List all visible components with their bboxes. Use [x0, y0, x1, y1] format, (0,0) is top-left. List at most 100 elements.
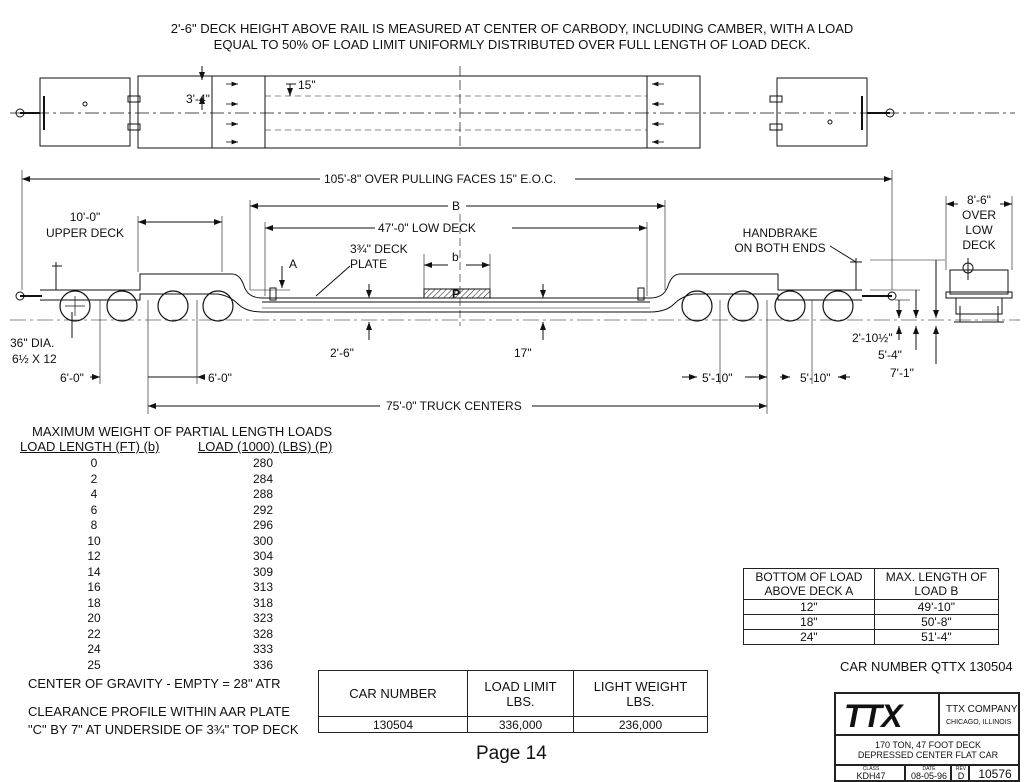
table-row: 14 309	[20, 565, 340, 581]
rev-value: D	[957, 771, 965, 781]
load-length-cell: 20	[87, 611, 101, 625]
wheel-axle-label: 6½ X 12	[12, 352, 57, 366]
dim-a: A	[289, 257, 298, 271]
height-dim-3: 7'-1"	[890, 366, 914, 380]
plan-dim-width: 3'-4"	[186, 92, 210, 106]
rev-cell: REV D	[951, 765, 969, 781]
load-length-cell: 8	[90, 518, 98, 532]
deck-plate-label-2: PLATE	[350, 257, 388, 271]
table-row: 6 292	[20, 503, 340, 519]
table-row: 25 336	[20, 658, 340, 674]
axle-left-dim-2: 6'-0"	[208, 371, 232, 385]
car-table-header-car: CAR NUMBER	[318, 670, 468, 717]
end-view-label-3: LOW	[965, 223, 993, 237]
top-note-line1: 2'-6" DECK HEIGHT ABOVE RAIL IS MEASURED…	[170, 21, 854, 36]
max-length-cell: 50'-8"	[873, 614, 1000, 630]
load-length-cell: 24	[87, 642, 101, 656]
rev-label: REV	[955, 766, 967, 772]
load-weight-cell: 309	[252, 564, 274, 579]
car-number-label: CAR NUMBER QTTX 130504	[840, 659, 1013, 674]
load-weight-cell: 296	[252, 518, 274, 532]
load-length-cell: 25	[87, 657, 101, 672]
load-weight-cell: 292	[252, 502, 274, 517]
partial-loads-col2: LOAD (1000) (LBS) (P)	[198, 439, 333, 454]
load-length-cell: 14	[87, 564, 101, 579]
plan-dim-offset: 15"	[298, 78, 316, 92]
load-weight-cell: 304	[252, 549, 274, 563]
load-p: P	[452, 287, 461, 301]
clearance-note-1: CLEARANCE PROFILE WITHIN AAR PLATE	[28, 704, 290, 719]
table-row: 24 333	[20, 642, 340, 658]
load-length-cell: 0	[90, 456, 98, 470]
drawing-number-cell: 10576	[969, 765, 1019, 781]
height-dim-1: 2'-10½"	[852, 331, 893, 345]
load-weight-cell: 333	[252, 642, 274, 656]
load-weight-cell: 284	[252, 471, 274, 486]
load-length-cell: 22	[87, 626, 101, 641]
load-weight-cell: 313	[252, 580, 274, 594]
axle-right-dim-1: 5'-10"	[702, 371, 733, 385]
date-cell: DATE 08-05-96	[905, 765, 951, 781]
low-deck-label: 47'-0" LOW DECK	[378, 221, 476, 235]
load-weight-cell: 318	[252, 595, 274, 610]
end-view	[945, 196, 1013, 323]
load-height-cell: 18"	[743, 614, 875, 630]
load-weight-cell: 280	[252, 456, 274, 470]
upper-deck-label: UPPER DECK	[45, 226, 125, 240]
partial-loads-table: MAXIMUM WEIGHT OF PARTIAL LENGTH LOADS L…	[20, 424, 333, 672]
title-block: TTX TTX COMPANY CHICAGO, ILLINOIS 170 TO…	[834, 692, 1020, 782]
load-height-cell: 24"	[743, 629, 875, 645]
partial-loads-col1: LOAD LENGTH (FT) (b)	[20, 439, 160, 454]
axle-right-dim-2: 5'-10"	[800, 371, 831, 385]
ttx-logo: TTX	[844, 698, 902, 734]
class-cell: CLASS KDH47	[835, 765, 905, 781]
description-1: 170 TON, 47 FOOT DECK	[874, 740, 982, 750]
class-label: CLASS	[862, 766, 880, 772]
table-row: 8 296	[20, 518, 340, 534]
car-table-load-limit: 336,000	[466, 716, 575, 733]
car-table-car-number: 130504	[318, 716, 468, 733]
ttx-logo-cell: TTX	[835, 693, 939, 735]
date-label: DATE	[922, 766, 936, 772]
table-row: 20 323	[20, 611, 340, 627]
load-length-cell: 16	[87, 580, 101, 594]
partial-loads-title: MAXIMUM WEIGHT OF PARTIAL LENGTH LOADS	[32, 424, 333, 439]
class-value: KDH47	[856, 771, 886, 781]
max-length-cell: 51'-4"	[873, 629, 1000, 645]
center-of-gravity-note: CENTER OF GRAVITY - EMPTY = 28" ATR	[28, 676, 281, 691]
load-weight-cell: 300	[252, 533, 274, 548]
handbrake-label-2: ON BOTH ENDS	[734, 241, 826, 255]
load-weight-cell: 288	[252, 487, 274, 501]
load-length-cell: 6	[90, 502, 98, 517]
date-value: 08-05-96	[910, 771, 948, 781]
axle-left-dim-1: 6'-0"	[60, 371, 84, 385]
car-table-light-weight: 236,000	[573, 716, 708, 733]
load-weight-cell: 328	[252, 626, 274, 641]
page-label: Page 14	[476, 743, 547, 764]
company-name: TTX COMPANY	[946, 704, 1018, 715]
wheel-dia-label: 36" DIA.	[10, 336, 55, 350]
load-weight-cell: 323	[252, 611, 274, 625]
load-weight-cell: 336	[252, 657, 274, 672]
load-height-cell: 12"	[743, 599, 875, 615]
dim-b-upper: B	[452, 199, 461, 213]
table-row: 16 313	[20, 580, 340, 596]
deck-thickness-dim: 17"	[514, 346, 532, 360]
description-2: DEPRESSED CENTER FLAT CAR	[857, 750, 999, 760]
company-city: CHICAGO, ILLINOIS	[946, 719, 1012, 726]
table-row: 22 328	[20, 627, 340, 643]
end-view-label-1: 8'-6"	[967, 193, 991, 207]
drawing-number: 10576	[978, 767, 1012, 781]
table-row: 0 280	[20, 456, 340, 472]
table-row: 12"49'-10"	[743, 599, 1000, 615]
dim-b-lower: b	[452, 250, 459, 264]
